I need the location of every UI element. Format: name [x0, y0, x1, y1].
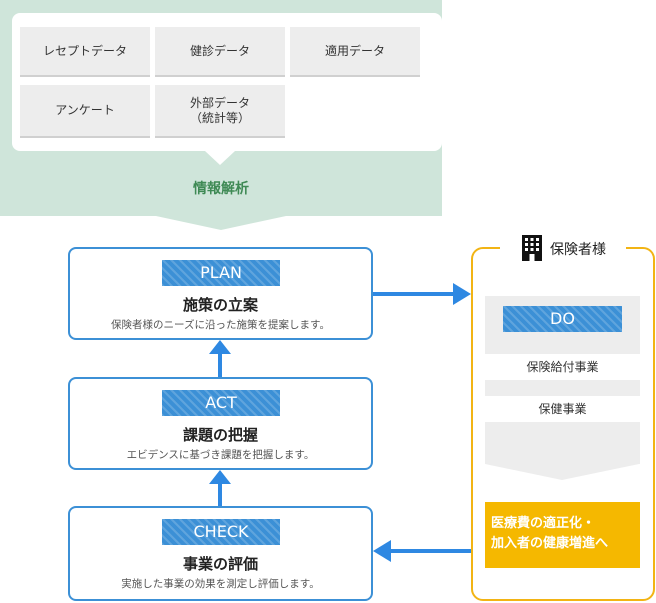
info-panel-pointer [156, 216, 286, 230]
source-survey: アンケート [20, 85, 150, 138]
do-area-pointer [485, 464, 639, 480]
data-sources-pointer [205, 151, 235, 165]
source-eligibility-data: 適用データ [290, 27, 420, 77]
building-icon [520, 233, 544, 265]
result-box: 医療費の適正化・ 加入者の健康増進へ [485, 502, 640, 568]
arrow-do-to-check-head [373, 540, 391, 562]
arrow-plan-to-do-head [453, 283, 471, 305]
arrow-check-to-act-head [209, 470, 231, 484]
insurer-header: 保険者様 [500, 234, 626, 264]
arrow-check-to-act-line [218, 482, 222, 506]
act-tag: ACT [162, 390, 280, 416]
source-external-data: 外部データ （統計等） [155, 85, 285, 138]
do-item-health-program: 保健事業 [485, 396, 640, 422]
act-description: エビデンスに基づき課題を把握します。 [126, 449, 315, 461]
arrow-plan-to-do-line [373, 292, 454, 296]
plan-tag: PLAN [162, 260, 280, 286]
result-text: 医療費の適正化・ 加入者の健康増進へ [491, 516, 609, 551]
check-box: CHECK 事業の評価 実施した事業の効果を測定し評価します。 [68, 506, 373, 601]
source-receipt-data: レセプトデータ [20, 27, 150, 77]
check-description: 実施した事業の効果を測定し評価します。 [121, 578, 320, 590]
info-analysis-label: 情報解析 [193, 181, 249, 197]
check-title: 事業の評価 [182, 555, 258, 573]
arrow-do-to-check-line [391, 549, 471, 553]
plan-description: 保険者様のニーズに沿った施策を提案します。 [111, 319, 330, 331]
plan-title: 施策の立案 [182, 296, 258, 314]
check-tag: CHECK [162, 519, 280, 545]
source-checkup-data: 健診データ [155, 27, 285, 77]
do-tag: DO [503, 306, 622, 332]
insurer-label: 保険者様 [550, 242, 606, 258]
arrow-act-to-plan-head [209, 340, 231, 354]
act-title: 課題の把握 [182, 426, 258, 444]
plan-box: PLAN 施策の立案 保険者様のニーズに沿った施策を提案します。 [68, 247, 373, 340]
act-box: ACT 課題の把握 エビデンスに基づき課題を把握します。 [68, 377, 373, 470]
arrow-act-to-plan-line [218, 352, 222, 377]
do-item-insurance-benefits: 保険給付事業 [485, 354, 640, 380]
